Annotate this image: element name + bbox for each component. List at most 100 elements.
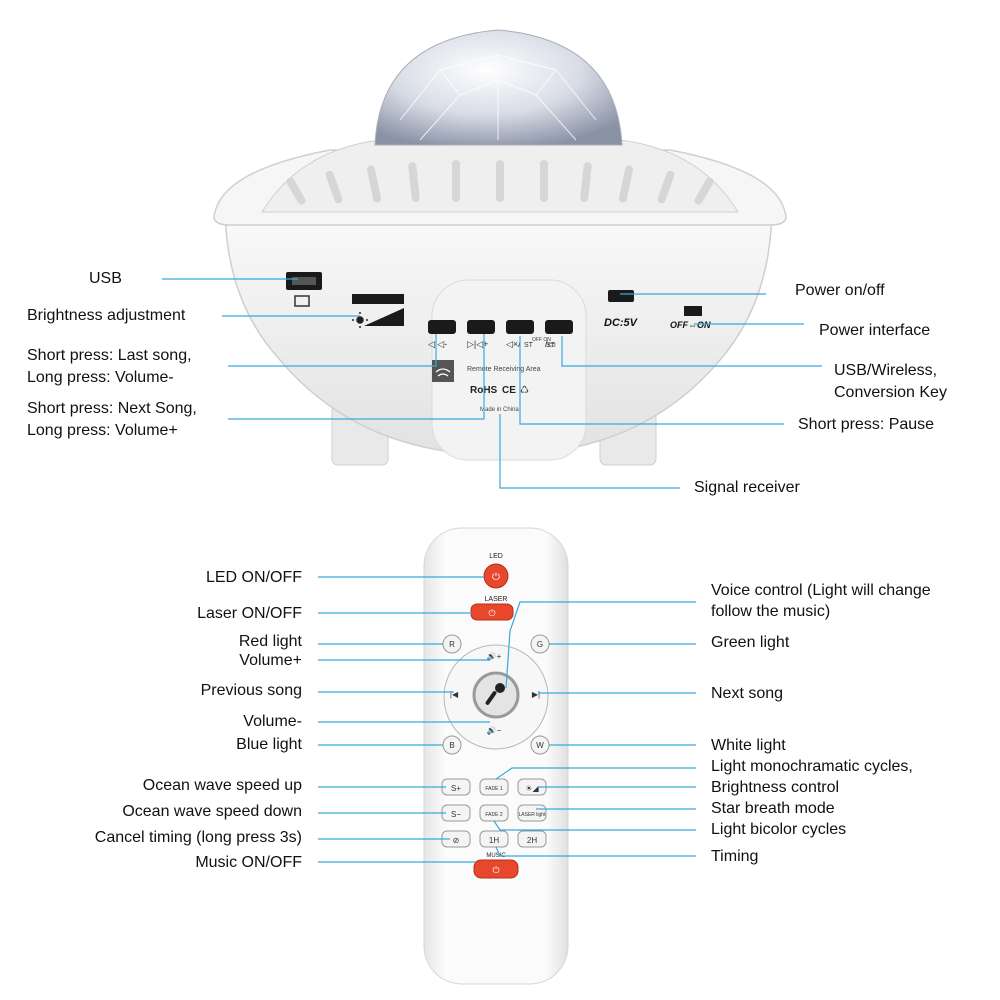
power-icon: ⏻ [488, 608, 495, 618]
leader-signal [499, 414, 680, 489]
laser-light-label: LASER light [519, 812, 547, 818]
mode-icon: /▭ [545, 339, 556, 349]
panel-button-mode[interactable] [545, 320, 573, 334]
panel-off-on-label: OFF ON [532, 337, 551, 343]
music-caption: MUSIC [486, 853, 506, 859]
remote-leaders [318, 576, 696, 863]
voice-control-button[interactable] [472, 671, 520, 719]
panel-button-icons: ◁|◁- ▷|◁+ ◁×/ /▭ [428, 339, 556, 349]
label-laser: Laser ON/OFF [197, 605, 302, 622]
leader-last-song [228, 334, 437, 367]
panel-button-last[interactable] [428, 320, 456, 334]
label-pause: Short press: Pause [798, 416, 935, 433]
panel-button-pause[interactable] [506, 320, 534, 334]
label-led: LED ON/OFF [205, 569, 302, 586]
ocean-speed-down-label: S− [451, 810, 461, 819]
clock-cancel-icon: ⊘ [453, 836, 460, 845]
white-button-label: W [536, 741, 544, 750]
label-mono-1: Light monochramatic cycles, [711, 758, 913, 775]
remote-control: LED ⏻ LASER ⏻ R G 🔊+ 🔊− |◀ ▶| B W S+ FAD… [423, 527, 569, 985]
red-button-label: R [449, 640, 455, 649]
sun-icon [352, 312, 368, 328]
leader-usb-wireless [561, 336, 822, 367]
volume-down-icon[interactable]: 🔊− [487, 725, 502, 735]
ocean-speed-up-label: S+ [451, 784, 461, 793]
usb-port [286, 272, 322, 307]
microphone-icon [485, 683, 505, 705]
prev-vol-down-icon: ◁|◁- [428, 339, 447, 349]
label-red: Red light [238, 633, 302, 650]
label-green: Green light [711, 634, 790, 651]
leader-timing [495, 846, 696, 857]
blue-button-label: B [449, 741, 454, 750]
label-ocean-up: Ocean wave speed up [142, 777, 302, 794]
label-vol-plus: Volume+ [239, 652, 302, 669]
projector-vents [286, 160, 714, 205]
brightness-icon: ☀◢ [525, 784, 539, 793]
made-in-label: Made in China [480, 407, 519, 413]
volume-up-icon[interactable]: 🔊+ [487, 651, 502, 661]
leader-mono [495, 767, 696, 780]
recycle-icon: ♺ [520, 385, 529, 396]
timer-2h-label: 2H [527, 836, 537, 845]
label-last-song-2: Long press: Volume- [27, 369, 174, 386]
label-mono-2: Brightness control [711, 779, 840, 796]
label-power-interface: Power interface [819, 322, 931, 339]
leader-voice [505, 601, 696, 689]
label-bicolor: Light bicolor cycles [711, 821, 847, 838]
label-brightness: Brightness adjustment [27, 307, 186, 324]
ir-receiver [432, 360, 454, 382]
panel-st-label-2: ST [546, 342, 556, 349]
label-next-song-2: Long press: Volume+ [27, 422, 178, 439]
dc-label: DC:5V [604, 317, 639, 329]
timer-1h-button[interactable] [479, 830, 509, 848]
timer-1h-label: 1H [489, 836, 499, 845]
dc-power-port: DC:5V [604, 290, 639, 329]
label-next: Next song [711, 685, 784, 702]
ce-mark: CE [502, 385, 516, 396]
led-power-button[interactable] [483, 563, 509, 589]
music-power-button[interactable] [473, 859, 519, 879]
power-switch: OFF⇔ON [670, 306, 711, 330]
label-white: White light [711, 737, 786, 754]
power-icon: ⏻ [492, 572, 500, 583]
projector: DC:5V OFF⇔ON ◁|◁- ▷|◁+ ◁×/ /▭ ST ST OFF … [213, 29, 787, 466]
remote-area-label: Remote Receiving Area [467, 366, 541, 373]
fade2-label: FADE 2 [485, 812, 502, 818]
fade1-label: FADE 1 [485, 786, 502, 792]
label-voice-1: Voice control (Light will change [711, 582, 931, 599]
timer-2h-button[interactable] [517, 830, 547, 848]
green-button-label: G [537, 640, 543, 649]
panel-buttons [428, 320, 573, 334]
panel-st-label-1: ST [524, 342, 534, 349]
laser-power-button[interactable] [470, 603, 514, 621]
leader-bicolor [493, 820, 696, 831]
label-timing: Timing [711, 848, 759, 865]
label-usb: USB [89, 270, 122, 287]
label-voice-2: follow the music) [711, 603, 831, 620]
label-prev: Previous song [200, 682, 302, 699]
label-next-song-1: Short press: Next Song, [27, 400, 197, 417]
mute-icon: ◁×/ [506, 339, 521, 349]
label-usb-wireless-2: Conversion Key [834, 384, 947, 401]
label-usb-wireless-1: USB/Wireless, [834, 362, 938, 379]
label-signal-receiver: Signal receiver [694, 479, 800, 496]
label-power-onoff: Power on/off [795, 282, 885, 299]
led-caption: LED [489, 553, 503, 560]
label-star: Star breath mode [711, 800, 835, 817]
leader-pause [519, 336, 784, 425]
fade1-button[interactable] [479, 778, 509, 796]
power-icon: ⏻ [492, 865, 499, 875]
crystal-facets [399, 54, 597, 141]
previous-song-icon[interactable]: |◀ [450, 690, 459, 699]
next-song-icon[interactable]: ▶| [532, 690, 540, 699]
label-music: Music ON/OFF [195, 854, 302, 871]
label-vol-minus: Volume- [243, 713, 302, 730]
laser-caption: LASER [485, 596, 508, 603]
label-cancel-timing: Cancel timing (long press 3s) [94, 829, 302, 846]
panel-button-next[interactable] [467, 320, 495, 334]
brightness-slider [352, 294, 404, 326]
label-blue: Blue light [236, 736, 302, 753]
label-ocean-down: Ocean wave speed down [122, 803, 302, 820]
